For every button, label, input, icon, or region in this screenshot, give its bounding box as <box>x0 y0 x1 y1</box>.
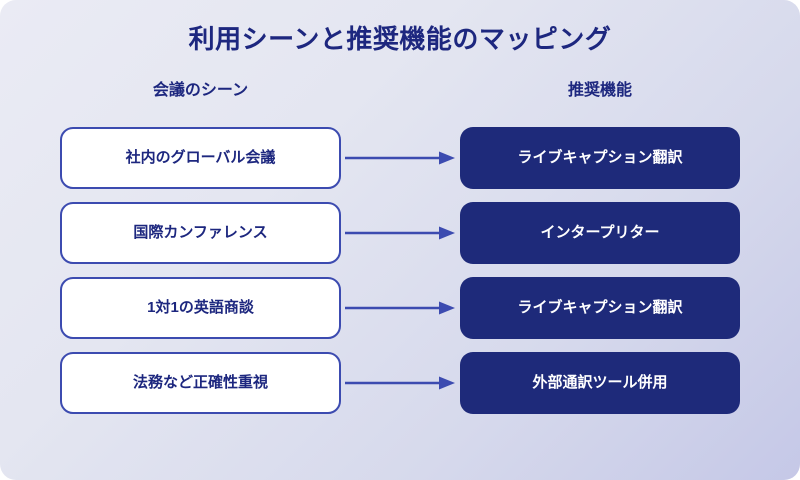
arrow-right-icon <box>345 224 457 242</box>
column-header-scene: 会議のシーン <box>152 82 249 99</box>
feature-box[interactable]: インタープリター <box>460 202 740 264</box>
column-header-feature: 推奨機能 <box>567 82 632 99</box>
arrow-right-icon <box>345 149 457 167</box>
mapping-row: 1対1の英語商談 ライブキャプション翻訳 <box>0 277 800 339</box>
mapping-row: 社内のグローバル会議 ライブキャプション翻訳 <box>0 127 800 189</box>
arrow-right-icon <box>345 299 457 317</box>
scene-box[interactable]: 国際カンファレンス <box>60 202 341 264</box>
scene-box[interactable]: 社内のグローバル会議 <box>60 127 341 189</box>
scene-box[interactable]: 法務など正確性重視 <box>60 352 341 414</box>
mapping-row: 法務など正確性重視 外部通訳ツール併用 <box>0 352 800 414</box>
feature-box[interactable]: ライブキャプション翻訳 <box>460 277 740 339</box>
mapping-row: 国際カンファレンス インタープリター <box>0 202 800 264</box>
arrow-right-icon <box>345 374 457 392</box>
feature-box[interactable]: ライブキャプション翻訳 <box>460 127 740 189</box>
feature-box[interactable]: 外部通訳ツール併用 <box>460 352 740 414</box>
page-title: 利用シーンと推奨機能のマッピング <box>188 24 612 54</box>
scene-box[interactable]: 1対1の英語商談 <box>60 277 341 339</box>
